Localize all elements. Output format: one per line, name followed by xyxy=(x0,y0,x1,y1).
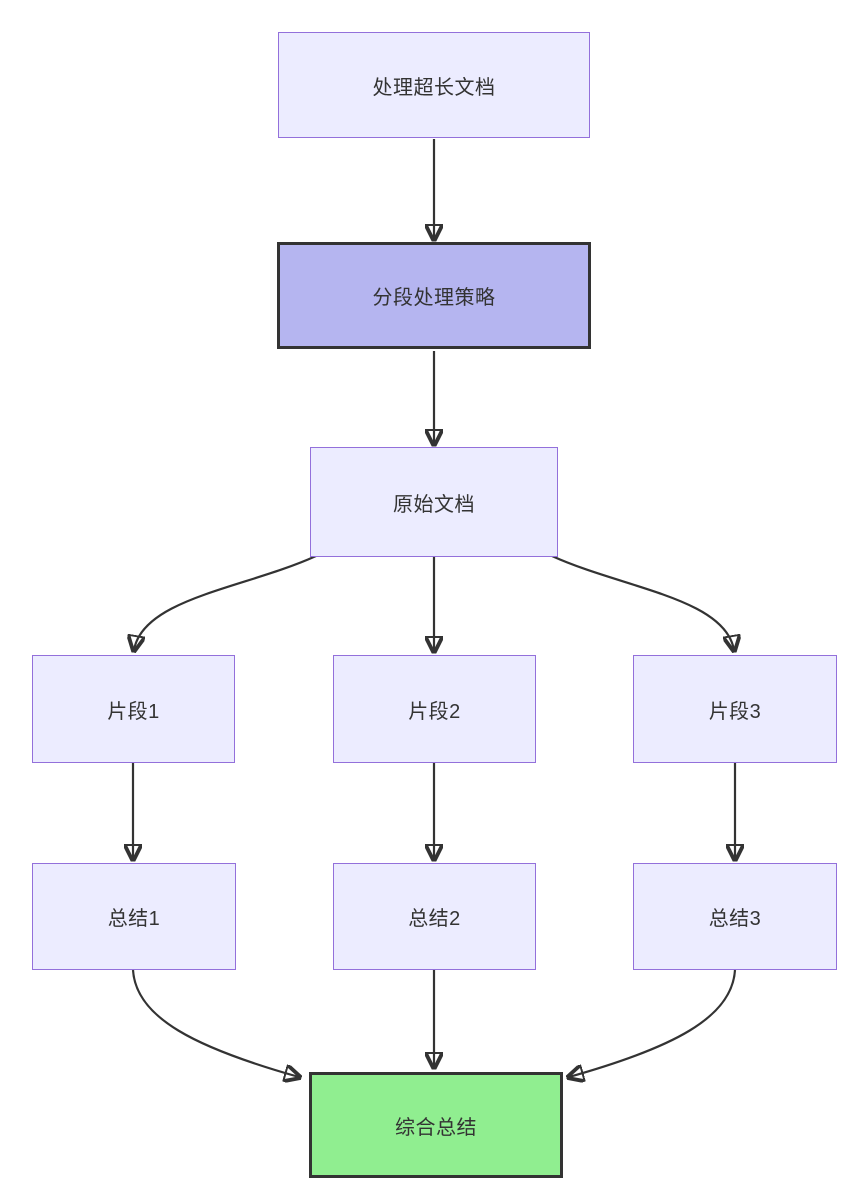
node-segmentation-strategy: 分段处理策略 xyxy=(277,242,591,349)
node-fragment-1: 片段1 xyxy=(32,655,235,763)
node-label: 综合总结 xyxy=(395,1116,477,1139)
edge-c-d1 xyxy=(134,554,317,650)
node-label: 原始文档 xyxy=(393,493,475,516)
node-label: 片段2 xyxy=(408,700,461,723)
node-summary-2: 总结2 xyxy=(333,863,536,970)
node-fragment-3: 片段3 xyxy=(633,655,837,763)
node-combined-summary: 综合总结 xyxy=(309,1072,563,1178)
node-label: 处理超长文档 xyxy=(372,76,496,99)
edge-c-d3 xyxy=(551,554,734,650)
node-summary-3: 总结3 xyxy=(633,863,837,970)
node-label: 总结2 xyxy=(408,908,461,930)
node-handle-long-document: 处理超长文档 xyxy=(278,32,590,138)
node-label: 总结3 xyxy=(708,908,762,930)
node-label: 总结1 xyxy=(107,908,161,930)
edge-e1-f xyxy=(131,969,299,1077)
node-fragment-2: 片段2 xyxy=(333,655,536,763)
node-label: 片段3 xyxy=(708,700,762,723)
edge-e3-f xyxy=(569,969,737,1077)
node-summary-1: 总结1 xyxy=(32,863,236,970)
node-original-document: 原始文档 xyxy=(310,447,558,557)
node-label: 分段处理策略 xyxy=(372,287,496,309)
node-label: 片段1 xyxy=(107,700,160,723)
